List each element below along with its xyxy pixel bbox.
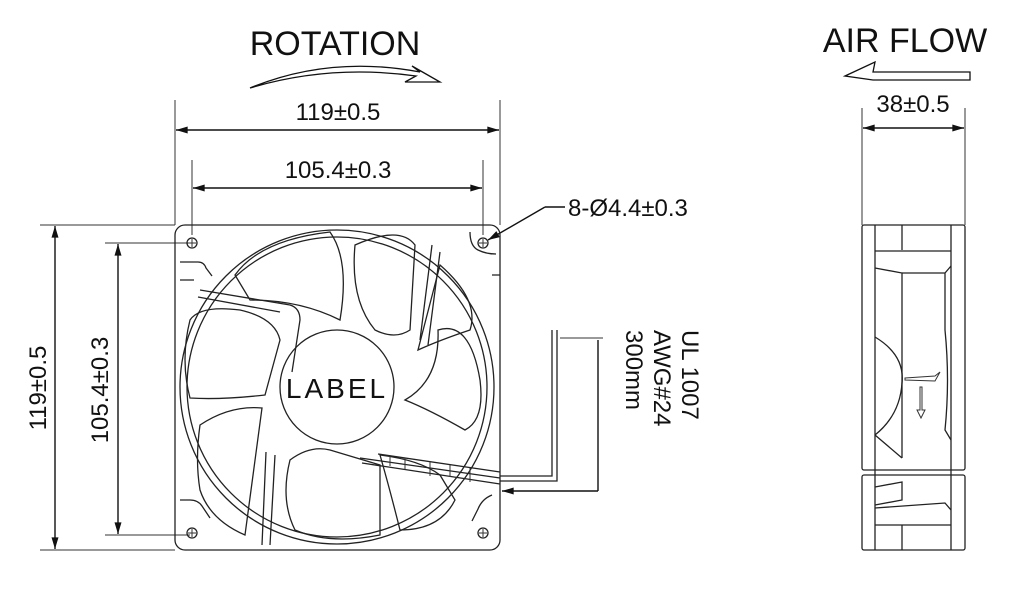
hole-spec-label: 8-Ø4.4±0.3: [568, 195, 688, 222]
fan-front-view: LABEL: [174, 224, 501, 551]
hub-label: LABEL: [286, 373, 388, 404]
depth-dimension: 38±0.5: [861, 91, 966, 225]
wire-gauge-label: AWG#24: [648, 330, 675, 426]
direction-arrows-icon: [904, 371, 941, 420]
wire-length-label: 300mm: [620, 330, 647, 410]
airflow-title: AIR FLOW: [823, 22, 987, 60]
width-overall-label: 119±0.5: [296, 99, 381, 126]
fan-side-view: [861, 224, 966, 551]
wire-lead: UL 1007 AWG#24 300mm: [500, 330, 703, 495]
rotation-title: ROTATION: [250, 25, 421, 63]
rotation-arrow-icon: [249, 65, 443, 89]
hub: [279, 329, 395, 445]
height-holes-label: 105.4±0.3: [87, 337, 114, 444]
mounting-hole-icon: [186, 237, 489, 539]
hole-callout: 8-Ø4.4±0.3: [487, 195, 688, 241]
wire-standard-label: UL 1007: [676, 330, 703, 420]
height-overall-label: 119±0.5: [25, 346, 52, 431]
width-dimension: 119±0.5 105.4±0.3: [174, 99, 501, 235]
height-dimension: 119±0.5 105.4±0.3: [25, 224, 190, 551]
depth-label: 38±0.5: [876, 91, 949, 118]
airflow-arrow-icon: [842, 60, 971, 81]
width-holes-label: 105.4±0.3: [285, 157, 392, 184]
